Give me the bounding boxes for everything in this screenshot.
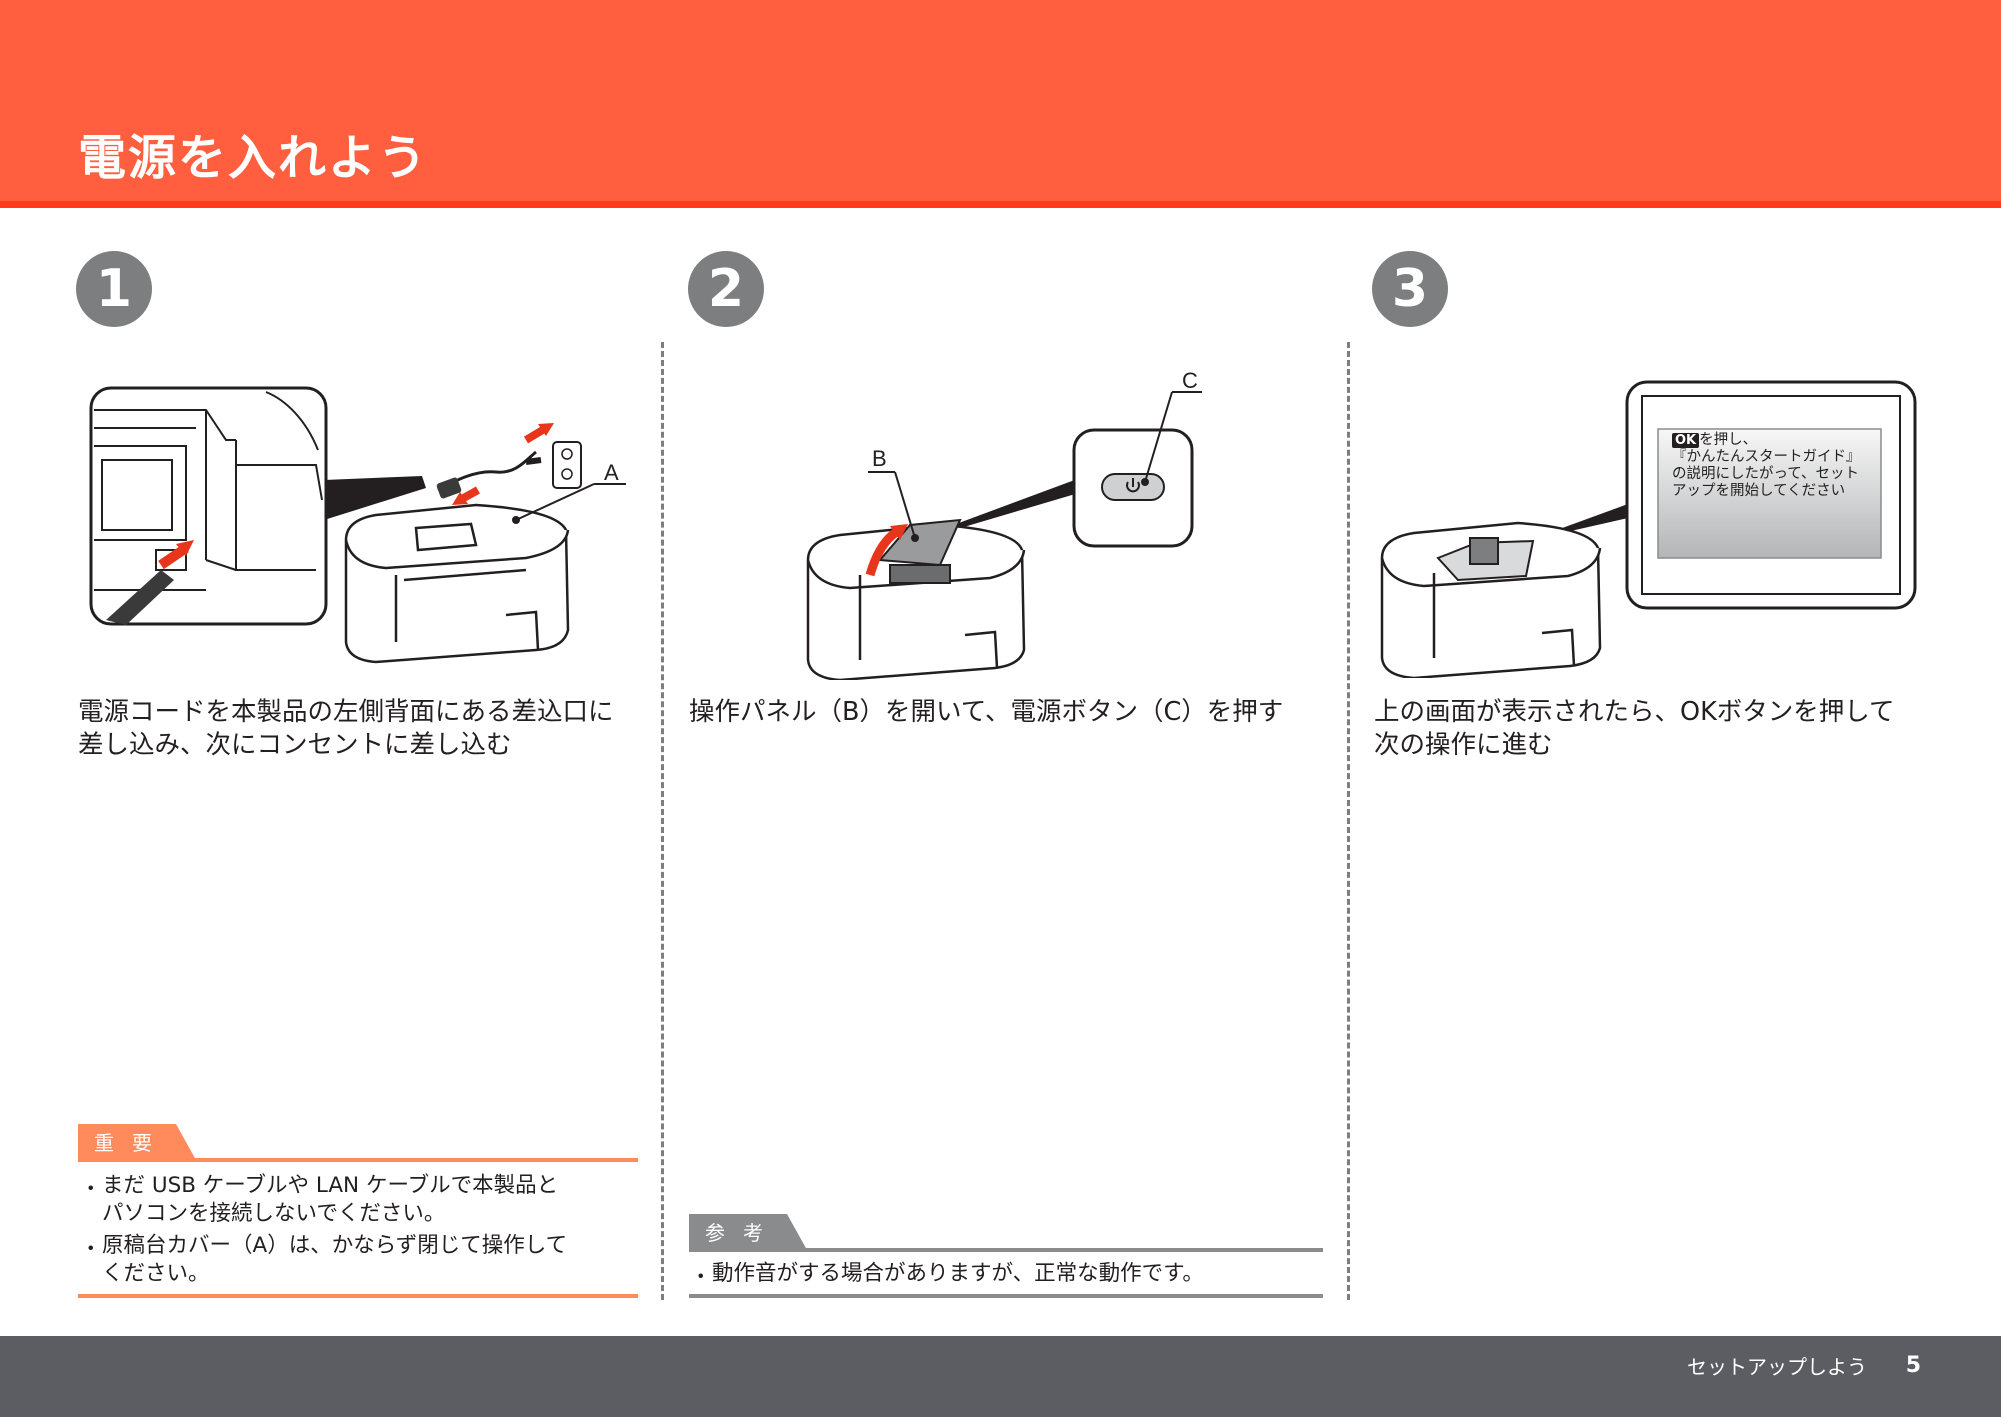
page-title: 電源を入れよう: [78, 130, 429, 186]
callout-c-label: C: [1182, 368, 1198, 393]
reference-top-rule: [689, 1248, 1323, 1252]
lcd-line-1: を押し、: [1699, 432, 1758, 448]
important-tab-shape: [78, 1124, 196, 1160]
important-item-1: まだ USB ケーブルや LAN ケーブルで本製品と パソコンを接続しないでくだ…: [102, 1172, 558, 1228]
step-1-instruction: 電源コードを本製品の左側背面にある差込口に 差し込み、次にコンセントに差し込む: [78, 696, 614, 762]
callout-a-label: A: [604, 460, 619, 485]
step-3-illustration: [1380, 380, 1917, 678]
header-accent-line: [0, 201, 2001, 208]
lcd-line-3: の説明にしたがって、セット: [1672, 466, 1860, 482]
step-2-instruction: 操作パネル（B）を開いて、電源ボタン（C）を押す: [689, 696, 1283, 729]
reference-label: 参考: [705, 1221, 781, 1245]
step-2-text-line1: 操作パネル（B）を開いて、電源ボタン（C）を押す: [689, 697, 1284, 727]
column-divider-2: [1347, 342, 1350, 1300]
important-bullet-1: ・: [80, 1177, 102, 1202]
step-3-number: 3: [1372, 251, 1448, 327]
lcd-line-4: アップを開始してください: [1672, 483, 1846, 499]
lcd-line-2: 『かんたんスタートガイド』: [1672, 449, 1861, 465]
step-3-text-line1: 上の画面が表示されたら、OKボタンを押して: [1374, 697, 1895, 727]
important-item-1-line2: パソコンを接続しないでください。: [102, 1201, 446, 1226]
important-item-2-line2: ください。: [102, 1261, 210, 1286]
step-3-text-line2: 次の操作に進む: [1374, 730, 1553, 760]
step-1-illustration: A: [89, 386, 626, 664]
important-top-rule: [78, 1158, 638, 1162]
step-1-text-line2: 差し込み、次にコンセントに差し込む: [78, 730, 512, 760]
page-footer: [0, 1336, 2001, 1417]
reference-bottom-rule: [689, 1294, 1323, 1298]
ok-key-badge: OK: [1672, 433, 1700, 448]
reference-bullet-1: ・: [690, 1265, 712, 1290]
step-3-instruction: 上の画面が表示されたら、OKボタンを押して 次の操作に進む: [1374, 696, 1895, 762]
important-item-1-line1: まだ USB ケーブルや LAN ケーブルで本製品と: [102, 1173, 559, 1198]
important-item-2: 原稿台カバー（A）は、かならず閉じて操作して ください。: [102, 1232, 567, 1288]
reference-tab-shape: [689, 1214, 807, 1250]
footer-section-label: セットアップしよう: [1687, 1355, 1867, 1379]
page-number: 5: [1905, 1353, 1921, 1378]
step-1-number: 1: [76, 251, 152, 327]
reference-item-1-line1: 動作音がする場合がありますが、正常な動作です。: [712, 1261, 1204, 1286]
page-header: [0, 0, 2001, 208]
important-bottom-rule: [78, 1294, 638, 1298]
step-2-illustration: C B: [806, 368, 1202, 680]
step-2-number: 2: [688, 251, 764, 327]
important-bullet-2: ・: [80, 1237, 102, 1262]
step-1-text-line1: 電源コードを本製品の左側背面にある差込口に: [78, 697, 614, 727]
power-icon: [1126, 478, 1140, 493]
important-label: 重要: [94, 1131, 170, 1155]
column-divider-1: [661, 342, 664, 1300]
callout-b-label: B: [872, 446, 887, 471]
reference-item-1: 動作音がする場合がありますが、正常な動作です。: [712, 1260, 1204, 1288]
important-item-2-line1: 原稿台カバー（A）は、かならず閉じて操作して: [102, 1233, 568, 1258]
